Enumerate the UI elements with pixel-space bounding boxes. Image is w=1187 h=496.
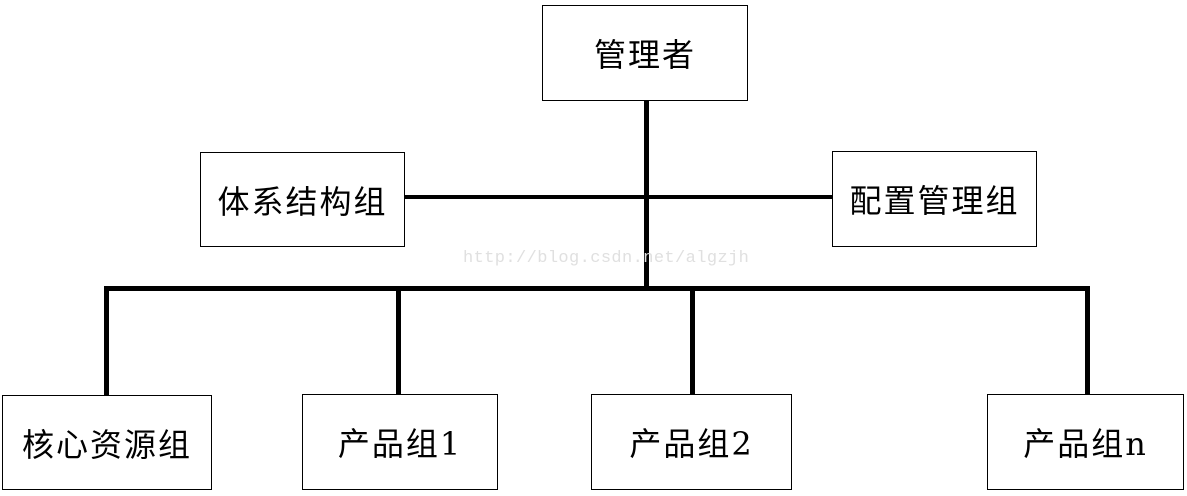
connector-bus [104, 286, 1090, 291]
org-node-product2: 产品组2 [591, 394, 792, 490]
org-node-productn: 产品组n [987, 394, 1184, 490]
connector-architecture-configuration [405, 195, 832, 199]
org-node-architecture-label: 体系结构组 [217, 182, 388, 221]
connector-drop-productn [1085, 286, 1090, 394]
org-node-core-resources-label: 核心资源组 [21, 425, 192, 464]
org-node-product2-label: 产品组2 [629, 425, 754, 463]
org-node-configuration: 配置管理组 [832, 151, 1037, 247]
connector-drop-product1 [396, 286, 401, 394]
org-node-product1-label: 产品组1 [337, 425, 463, 463]
org-node-manager: 管理者 [542, 5, 748, 101]
org-node-manager-label: 管理者 [593, 36, 696, 74]
org-node-product1: 产品组1 [302, 394, 498, 490]
connector-drop-product2 [690, 286, 695, 394]
org-node-productn-label: 产品组n [1023, 425, 1148, 463]
org-node-architecture: 体系结构组 [200, 152, 405, 247]
watermark-text: http://blog.csdn.net/algzjh [463, 249, 750, 268]
org-node-configuration-label: 配置管理组 [849, 182, 1020, 220]
org-node-core-resources: 核心资源组 [2, 395, 212, 490]
connector-drop-core-resources [104, 286, 109, 395]
